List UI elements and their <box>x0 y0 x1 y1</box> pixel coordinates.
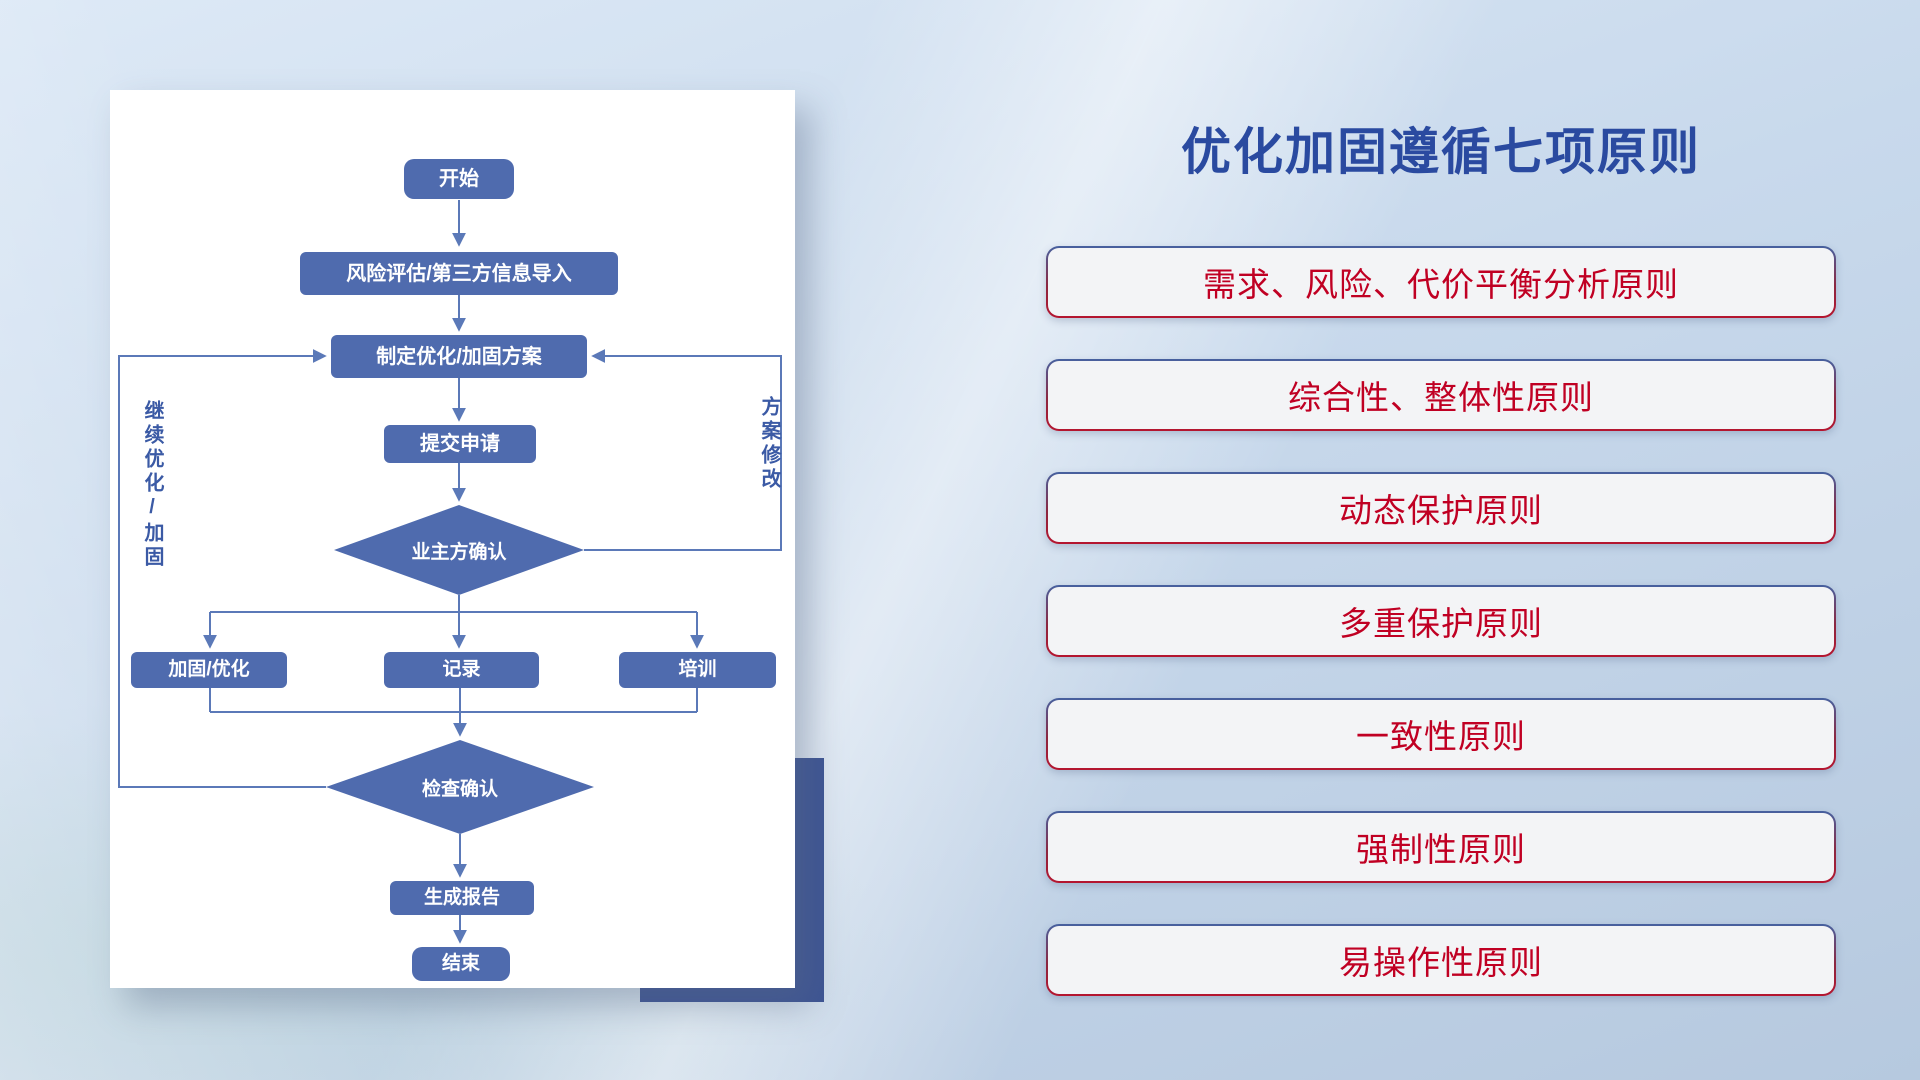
flowchart-connectors <box>118 200 782 944</box>
principle-item-1: 需求、风险、代价平衡分析原则 <box>1046 246 1836 318</box>
principle-text-6: 强制性原则 <box>1356 831 1526 868</box>
flow-node-end: 结束 <box>412 947 510 981</box>
principle-item-2-inner: 综合性、整体性原则 <box>1048 361 1834 429</box>
loop-label-continue-optimize: 继续优化/加固 <box>141 400 163 570</box>
principle-text-7: 易操作性原则 <box>1339 944 1543 981</box>
flow-node-make-plan: 制定优化/加固方案 <box>331 335 587 378</box>
flow-node-submit: 提交申请 <box>384 425 536 463</box>
flow-node-risk-import: 风险评估/第三方信息导入 <box>300 252 618 295</box>
principle-item-3: 动态保护原则 <box>1046 472 1836 544</box>
flow-node-training: 培训 <box>619 652 776 688</box>
flowchart-card: 开始 风险评估/第三方信息导入 制定优化/加固方案 提交申请 业主方确认 加固/… <box>110 90 795 988</box>
principle-item-7: 易操作性原则 <box>1046 924 1836 996</box>
principle-item-4-inner: 多重保护原则 <box>1048 587 1834 655</box>
principle-item-4: 多重保护原则 <box>1046 585 1836 657</box>
principle-text-2: 综合性、整体性原则 <box>1288 379 1594 416</box>
flow-node-start: 开始 <box>404 159 514 199</box>
flow-node-reinforce: 加固/优化 <box>131 652 287 688</box>
principle-item-6: 强制性原则 <box>1046 811 1836 883</box>
connector-loop-left <box>118 349 327 788</box>
connector-lines <box>118 200 782 944</box>
principle-text-3: 动态保护原则 <box>1339 492 1543 529</box>
principle-text-5: 一致性原则 <box>1356 718 1526 755</box>
principle-item-5: 一致性原则 <box>1046 698 1836 770</box>
loop-label-plan-revise: 方案修改 <box>758 396 780 492</box>
principle-text-1: 需求、风险、代价平衡分析原则 <box>1203 266 1679 303</box>
principle-item-3-inner: 动态保护原则 <box>1048 474 1834 542</box>
flow-node-record: 记录 <box>384 652 539 688</box>
principle-item-6-inner: 强制性原则 <box>1048 813 1834 881</box>
principle-item-7-inner: 易操作性原则 <box>1048 926 1834 994</box>
principle-item-1-inner: 需求、风险、代价平衡分析原则 <box>1048 248 1834 316</box>
principle-item-5-inner: 一致性原则 <box>1048 700 1834 768</box>
principle-item-2: 综合性、整体性原则 <box>1046 359 1836 431</box>
page-title: 优化加固遵循七项原则 <box>1181 124 1701 180</box>
principles-list: 需求、风险、代价平衡分析原则 综合性、整体性原则 动态保护原则 多重保护原则 一… <box>1046 246 1836 996</box>
principle-text-4: 多重保护原则 <box>1339 605 1543 642</box>
connector-loop-right <box>584 349 782 551</box>
flow-node-report: 生成报告 <box>390 881 534 915</box>
